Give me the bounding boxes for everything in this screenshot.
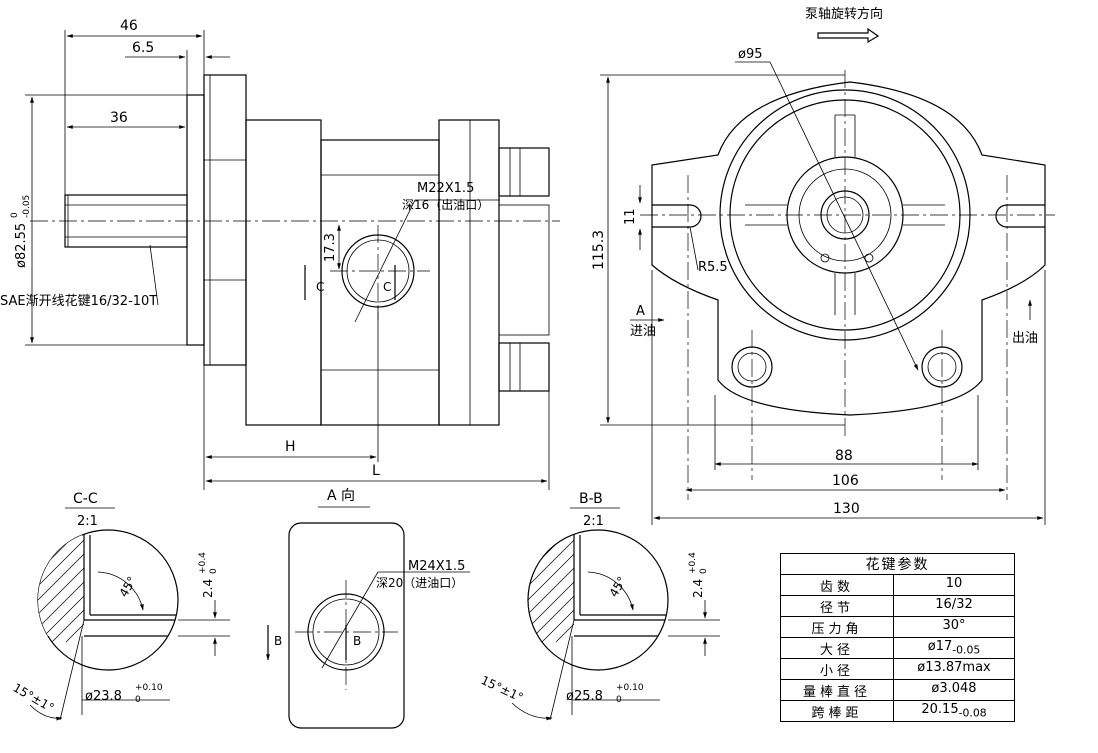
dim-pilot-tol-lower: -0.05: [22, 195, 32, 218]
dim-17-3: 17.3: [323, 233, 338, 262]
table-row: 量棒直径 ø3.048: [780, 679, 1015, 701]
right-ear-slot: [995, 204, 1045, 228]
section-bb-dia: ø25.8: [566, 689, 603, 704]
spline-note: SAE渐开线花键16/32-10T: [0, 293, 157, 309]
table-row: 压力角 30°: [780, 616, 1015, 638]
row-value: ø17-0.05: [893, 637, 1015, 659]
row-label: 大径: [780, 637, 894, 659]
table-row: 径节 16/32: [780, 595, 1015, 617]
section-cc-dia-tol-lower: 0: [135, 695, 141, 705]
section-cc-dia-tol-upper: +0.10: [135, 683, 163, 693]
section-bb-depth: 2.4: [691, 579, 705, 598]
dim-36: 36: [110, 110, 128, 126]
section-bb-dia-tol-lower: 0: [616, 695, 622, 705]
section-bb-scale: 2:1: [583, 514, 604, 529]
outlet-label: 出油: [1012, 331, 1038, 346]
rear-cover: [438, 119, 500, 426]
dim-46: 46: [120, 18, 138, 34]
upper-bolt: [498, 147, 550, 197]
section-mark-c-right: C: [383, 280, 391, 294]
section-cc-scale: 2:1: [77, 514, 98, 529]
row-value: 20.15-0.08: [893, 700, 1015, 722]
row-value: ø13.87max: [893, 658, 1015, 680]
section-cc-title: C-C: [73, 491, 98, 507]
row-label: 小径: [780, 658, 894, 680]
section-mark-c-left: C: [316, 280, 324, 294]
section-cc-dia: ø23.8: [85, 689, 122, 704]
section-cc-depth-tol-upper: +0.4: [198, 552, 208, 574]
table-row: 齿数 10: [780, 574, 1015, 596]
left-ear-slot: [652, 204, 702, 228]
view-a-mark: A: [636, 304, 645, 319]
side-view: C C M22X1.5 深16（出油口） 46 6.5 36 ø82.55 0 …: [0, 18, 560, 490]
inlet-depth-note: 深20（进油口）: [376, 576, 463, 590]
dim-pilot-diameter: ø82.55: [14, 223, 29, 268]
section-bb-dia-tol-upper: +0.10: [616, 683, 644, 693]
dim-6-5: 6.5: [132, 40, 154, 56]
spline-table-title: 花键参数: [780, 553, 1015, 575]
inlet-thread-note: M24X1.5: [408, 559, 465, 574]
section-cc-tilt: 15°±1°: [11, 680, 57, 715]
section-cc-depth-tol-lower: 0: [209, 568, 219, 574]
section-mark-b-right: B: [353, 634, 361, 648]
dim-l: L: [372, 463, 380, 479]
spline-parameter-table: 花键参数 齿数 10 径节 16/32 压力角 30° 大径 ø17-0.05 …: [780, 553, 1015, 722]
dim-h: H: [285, 439, 296, 455]
dim-106: 106: [832, 473, 859, 489]
front-view: 泵轴旋转方向: [591, 6, 1055, 525]
row-value: 10: [893, 574, 1015, 596]
pilot-flange: [186, 94, 205, 346]
dim-115-3: 115.3: [591, 230, 607, 270]
row-label: 径节: [780, 595, 894, 617]
dim-11: 11: [623, 208, 638, 225]
rotation-arrow-icon: [817, 27, 880, 44]
front-cover: [245, 119, 322, 426]
section-cc: C-C 2:1 45°: [11, 491, 230, 721]
row-value: 30°: [893, 616, 1015, 638]
table-row: 跨棒距 20.15-0.08: [780, 700, 1015, 722]
section-bb-depth-tol-lower: 0: [699, 568, 709, 574]
rotation-label: 泵轴旋转方向: [805, 6, 883, 22]
outlet-depth-note: 深16（出油口）: [402, 198, 489, 212]
view-a-title: A 向: [327, 488, 355, 504]
section-mark-b-left: B: [274, 634, 282, 648]
view-a-face: [288, 522, 405, 729]
row-value: 16/32: [893, 595, 1015, 617]
table-row: 大径 ø17-0.05: [780, 637, 1015, 659]
outlet-thread-note: M22X1.5: [417, 181, 474, 196]
section-bb-tilt: 15°±1°: [479, 673, 526, 705]
row-label: 齿数: [780, 574, 894, 596]
row-value: ø3.048: [893, 679, 1015, 701]
table-row: 小径 ø13.87max: [780, 658, 1015, 680]
lower-bolt: [498, 342, 550, 392]
section-bb: B-B 2:1 45°: [479, 491, 720, 721]
pump-outline: [651, 81, 1046, 416]
dim-dia95: ø95: [738, 47, 763, 62]
row-label: 跨棒距: [780, 700, 894, 722]
row-label: 量棒直径: [780, 679, 894, 701]
view-a: A 向 M24X1.5 深20（进油口） B B: [266, 488, 470, 729]
dim-pilot-tol-upper: 0: [10, 212, 20, 218]
row-label: 压力角: [780, 616, 894, 638]
dim-130: 130: [833, 501, 860, 517]
section-cc-depth: 2.4: [201, 579, 215, 598]
inlet-label: 进油: [630, 324, 656, 339]
dim-88: 88: [835, 448, 853, 464]
dim-r5-5: R5.5: [698, 260, 728, 275]
section-bb-title: B-B: [579, 491, 603, 507]
section-bb-depth-tol-upper: +0.4: [688, 552, 698, 574]
